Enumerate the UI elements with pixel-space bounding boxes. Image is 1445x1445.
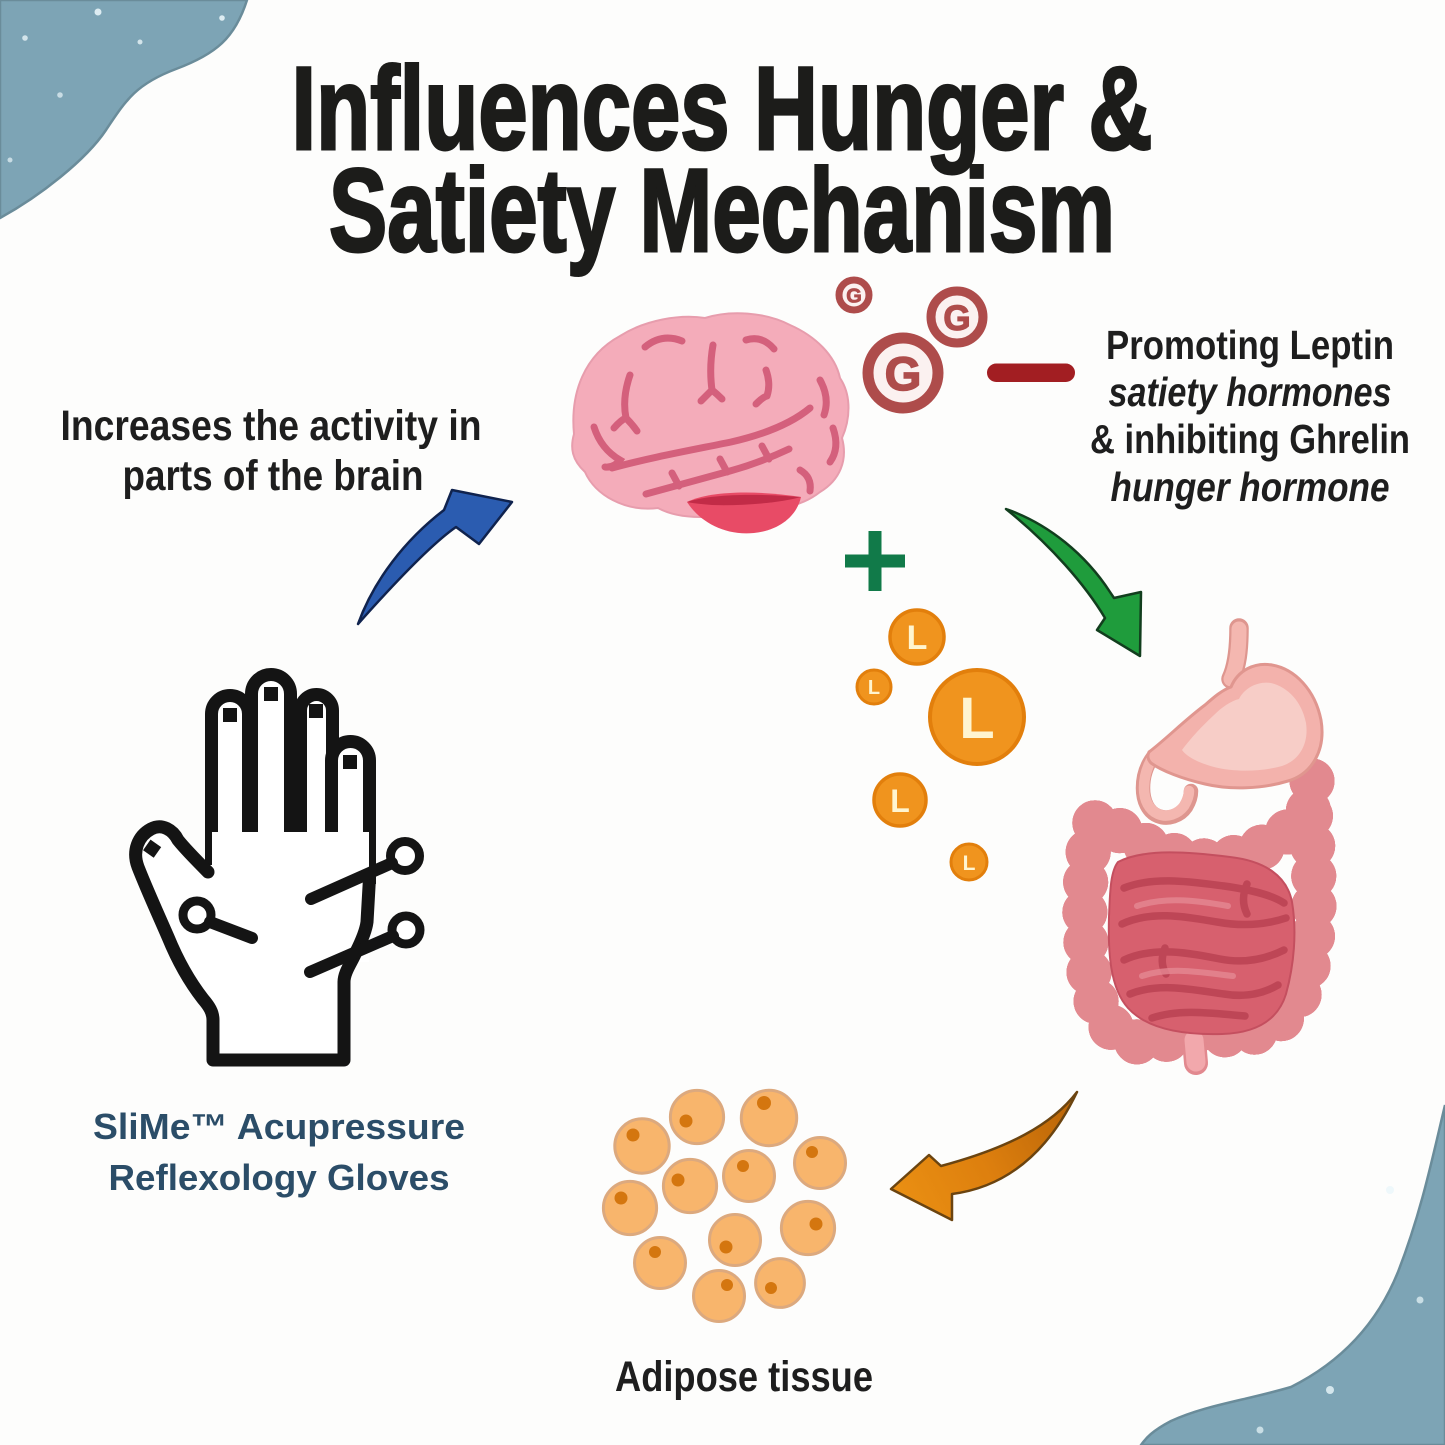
svg-text:SliMe™ Acupressure: SliMe™ Acupressure xyxy=(93,1106,465,1147)
svg-text:L: L xyxy=(890,783,910,819)
svg-text:G: G xyxy=(846,286,862,308)
svg-text:L: L xyxy=(868,677,880,699)
svg-text:Promoting Leptin: Promoting Leptin xyxy=(1106,322,1394,368)
svg-text:L: L xyxy=(963,852,976,875)
svg-text:satiety hormones: satiety hormones xyxy=(1109,369,1392,415)
svg-text:Satiety Mechanism: Satiety Mechanism xyxy=(329,145,1115,277)
svg-text:Reflexology Gloves: Reflexology Gloves xyxy=(109,1157,450,1198)
svg-text:hunger hormone: hunger hormone xyxy=(1111,464,1390,510)
svg-text:L: L xyxy=(907,619,928,657)
svg-text:parts of the brain: parts of the brain xyxy=(123,452,424,500)
svg-text:G: G xyxy=(885,347,922,400)
svg-text:Increases the activity in: Increases the activity in xyxy=(61,402,482,450)
svg-text:L: L xyxy=(959,686,994,751)
svg-text:Influences Hunger &: Influences Hunger & xyxy=(292,43,1153,175)
svg-text:Adipose tissue: Adipose tissue xyxy=(615,1353,873,1401)
svg-text:G: G xyxy=(943,299,970,338)
svg-text:& inhibiting Ghrelin: & inhibiting Ghrelin xyxy=(1090,416,1410,462)
